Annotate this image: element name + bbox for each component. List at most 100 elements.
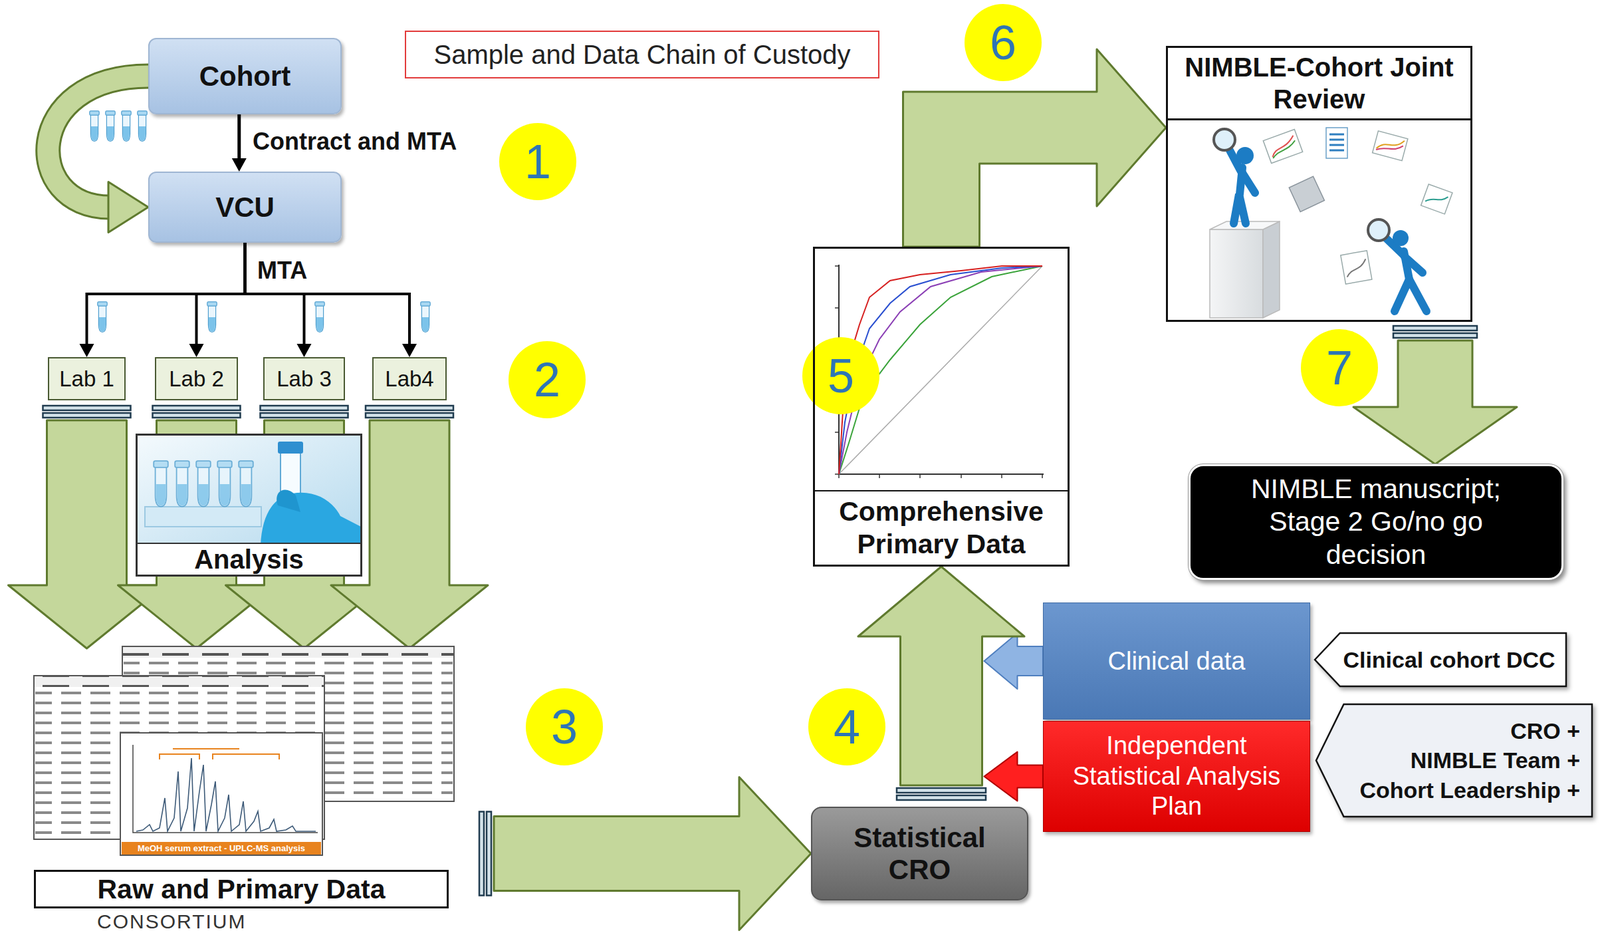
callout-number: 7 <box>1300 329 1378 407</box>
tube-icon <box>420 301 431 333</box>
arrowhead <box>79 343 95 357</box>
paper <box>1288 176 1325 212</box>
flow-bar <box>43 405 131 411</box>
tube-icon <box>153 460 169 506</box>
sample-tubes <box>89 111 147 142</box>
callout-outline <box>1314 632 1567 686</box>
flow-bar <box>486 811 492 896</box>
label-anchor: CONSORTIUM <box>97 910 246 933</box>
label-anchor: 6 <box>964 3 1042 82</box>
callout-number: 6 <box>964 3 1042 82</box>
label-anchor: 2 <box>508 341 586 419</box>
title-text: Sample and Data Chain of Custody <box>404 30 880 79</box>
node-text: VCU <box>215 191 275 224</box>
flow-bar <box>152 405 241 411</box>
connector-line <box>245 242 411 345</box>
node-text: Lab4 <box>384 366 434 392</box>
tube-icon <box>196 460 211 506</box>
sheet-header <box>34 676 324 687</box>
paper <box>1421 184 1453 215</box>
flow-bar <box>260 405 349 411</box>
node-text: Statistical CRO <box>830 821 1010 885</box>
label-anchor: 1 <box>499 122 577 201</box>
flow-bar <box>896 787 986 793</box>
pedestal-side <box>1262 221 1280 318</box>
tube-icon <box>315 301 325 333</box>
node-text: Clinical cohort DCC <box>1342 646 1555 673</box>
peak-brackets <box>159 748 280 760</box>
callout-outline <box>1316 703 1593 817</box>
tube-icon <box>217 460 232 506</box>
magnifier <box>1213 128 1236 151</box>
lab-tubes <box>97 301 431 333</box>
figure-caption: MeOH serum extract - UPLC-MS analysis <box>121 841 322 855</box>
connector <box>245 242 418 357</box>
flow-bar <box>152 412 241 418</box>
block-arrow <box>984 751 1044 801</box>
block-arrow <box>493 777 811 930</box>
node-text: Lab 1 <box>59 366 115 392</box>
label-anchor: MTA <box>255 256 310 285</box>
callout-number: 3 <box>525 687 603 766</box>
connector <box>903 49 1167 247</box>
tube-rack <box>144 506 262 527</box>
connector <box>189 242 246 357</box>
photo-box: Analysis <box>135 433 363 577</box>
lab-box: Lab 3 <box>263 356 345 401</box>
sheet-header <box>122 646 454 658</box>
block-arrow <box>984 632 1044 689</box>
callout-number: 2 <box>508 341 586 419</box>
curved-arrow-edge <box>47 76 149 208</box>
callout-number: 1 <box>499 122 577 201</box>
label-anchor: 3 <box>525 687 603 766</box>
chart-box: Comprehensive Primary Data <box>812 246 1070 567</box>
sheet-header <box>122 646 454 658</box>
connector-line <box>196 242 246 345</box>
lab-box: Lab 1 <box>47 356 126 401</box>
glove <box>260 492 361 546</box>
tube-icon <box>207 301 217 333</box>
pointer-callout: Clinical cohort DCC <box>1314 632 1567 686</box>
process-box: Statistical CRO <box>810 806 1029 901</box>
tube-icon <box>121 111 131 142</box>
flow-bar <box>43 412 131 418</box>
flow-bar <box>896 795 986 800</box>
node-text: CRO + <box>1510 715 1581 746</box>
tube-icon <box>89 111 100 142</box>
label-anchor: MeOH serum extract - UPLC-MS analysis <box>121 841 322 855</box>
node-text: Raw and Primary Data <box>33 869 449 909</box>
callout-number: 4 <box>808 687 886 766</box>
data-sheets <box>33 646 455 855</box>
connector <box>1353 325 1517 464</box>
connector-line <box>237 114 241 160</box>
connector <box>245 242 312 357</box>
label-anchor: 7 <box>1300 329 1378 407</box>
arrowhead <box>189 343 205 357</box>
review-box: NIMBLE-Cohort Joint Review <box>1165 45 1473 322</box>
site-box: VCU <box>148 171 342 243</box>
flow-bar <box>1393 333 1478 338</box>
title-anchor: Sample and Data Chain of Custody <box>404 30 880 79</box>
connector <box>79 242 246 357</box>
paper <box>1372 130 1408 161</box>
node-text: Independent Statistical Analysis Plan <box>1056 730 1297 822</box>
node-text: NIMBLE manuscript; Stage 2 Go/no go deci… <box>1229 472 1523 572</box>
flow-bar <box>365 405 454 411</box>
edge-label-anchor: Contract and MTA <box>249 127 460 156</box>
sheet-header <box>34 676 324 687</box>
connector <box>47 76 149 233</box>
arrowhead <box>402 343 417 357</box>
figure-head <box>1392 229 1409 246</box>
review-illustration <box>1209 127 1453 318</box>
arrowhead <box>231 158 247 172</box>
input-box: Independent Statistical Analysis Plan <box>1042 720 1311 832</box>
line-label: MTA <box>255 256 310 285</box>
connector <box>231 114 247 172</box>
block-arrow <box>1353 340 1517 464</box>
node-text: NIMBLE-Cohort Joint Review <box>1167 47 1471 121</box>
chromatogram-axes <box>132 744 318 833</box>
figure <box>1385 237 1427 312</box>
watermark: CONSORTIUM <box>97 910 246 933</box>
lab-box: Lab 2 <box>154 356 238 401</box>
label-anchor: 4 <box>808 687 886 766</box>
